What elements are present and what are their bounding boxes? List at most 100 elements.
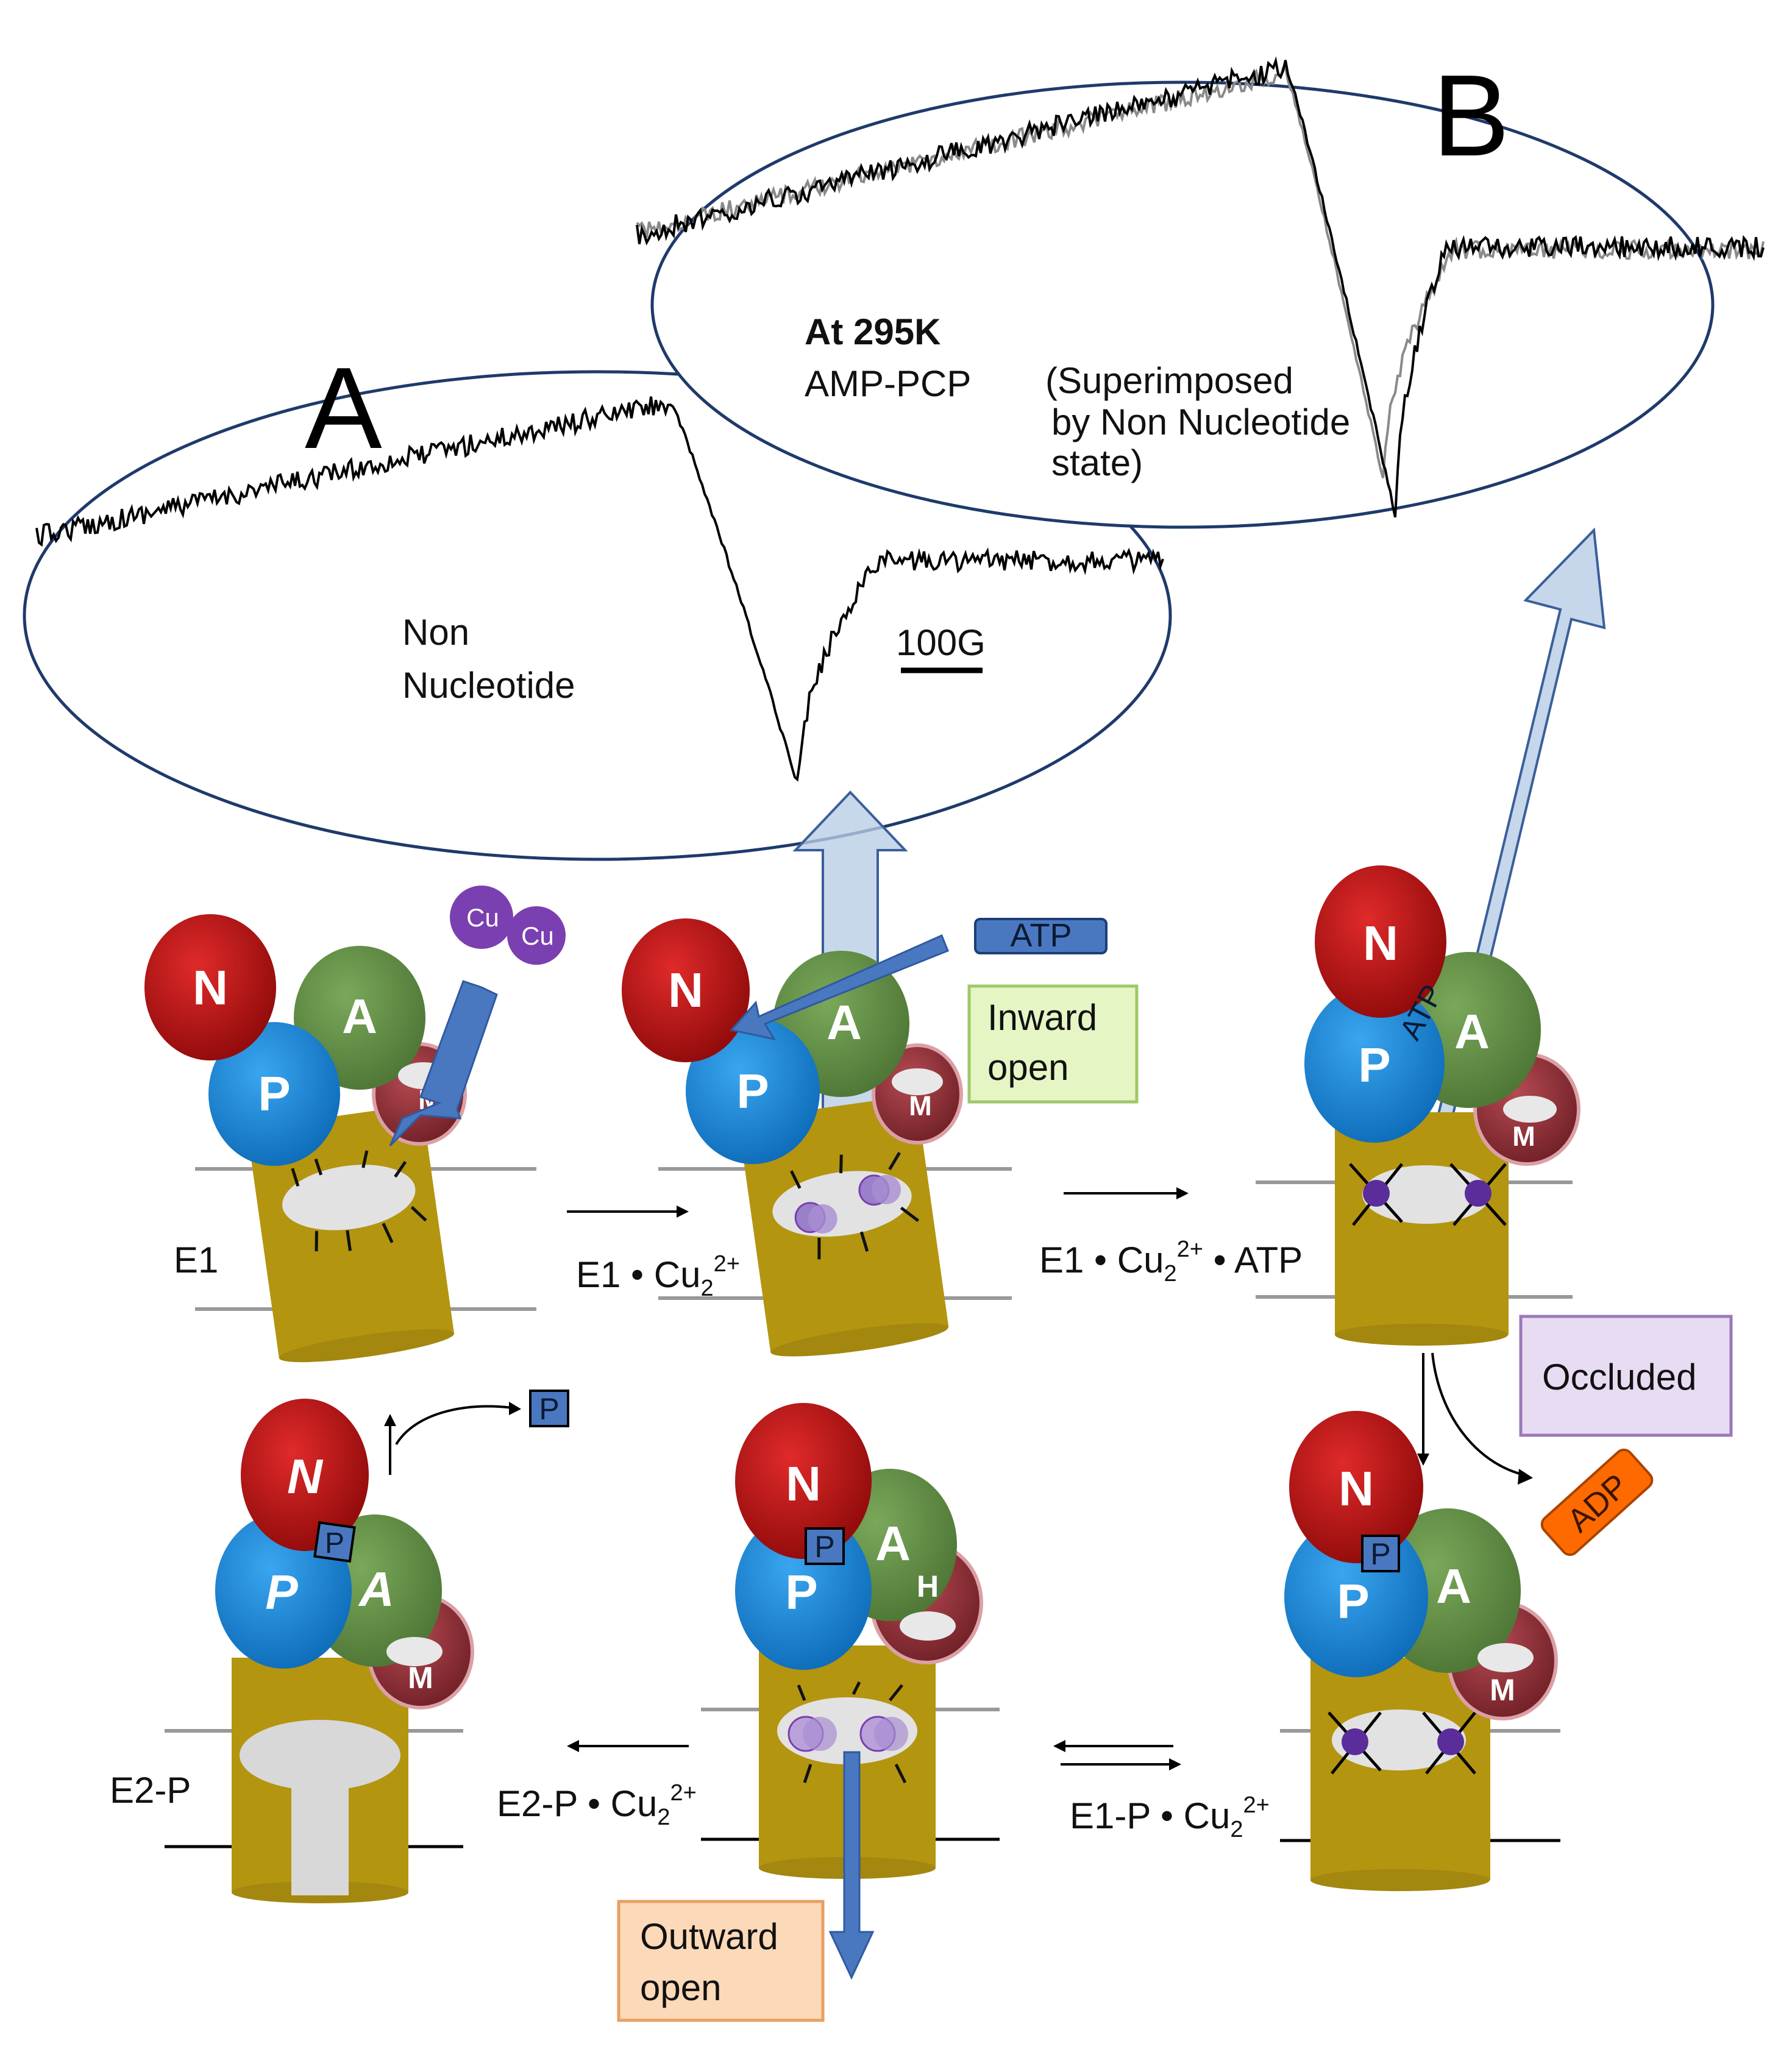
state-label-base: E1 • Cu	[576, 1254, 700, 1295]
state-label-subscript: 2	[1230, 1817, 1243, 1842]
state-label-e1p-cu: E1-P • Cu22+	[1070, 1792, 1270, 1842]
p-domain-label: P	[1358, 1038, 1390, 1092]
panel-b-note-line3: state)	[1051, 442, 1143, 483]
n-domain-label: N	[287, 1449, 324, 1503]
state-e1-cu: N P A M ATP E1 • Cu22+	[576, 917, 1108, 1357]
atp-tag: ATP	[974, 917, 1108, 954]
state-e1-cu-atp: N P A M ATP E1 • Cu22+ • ATP	[1039, 865, 1580, 1346]
arrow-e1-to-e1cu	[567, 1205, 689, 1218]
occluded-label: Occluded	[1542, 1357, 1696, 1397]
adp-tag: ADP	[1540, 1448, 1654, 1557]
transmembrane-domain	[738, 1095, 949, 1357]
occluded-copper-sites	[1328, 1711, 1476, 1775]
open-exit-channel	[240, 1720, 400, 1895]
state-label-subscript: 2	[700, 1276, 713, 1301]
arrow-to-phosphorylated	[1417, 1352, 1533, 1485]
m-domain-label: M	[1490, 1673, 1515, 1707]
phosphate-label: P	[325, 1527, 344, 1560]
scale-bar-label: 100G	[896, 622, 986, 663]
n-domain	[144, 914, 276, 1060]
a-domain-label: A	[358, 1562, 394, 1616]
panel-a-caption-line2: Nucleotide	[402, 665, 575, 706]
n-domain	[241, 1399, 369, 1551]
state-label-e2p-cu: E2-P • Cu22+	[497, 1780, 697, 1830]
n-domain	[1289, 1411, 1423, 1563]
state-label-e1-cu-atp: E1 • Cu22+ • ATP	[1039, 1237, 1303, 1287]
p-domain-label: P	[258, 1067, 290, 1121]
state-label-subscript: 2	[657, 1805, 670, 1830]
state-label-subscript: 2	[1164, 1261, 1176, 1287]
phosphate-label: P	[1370, 1537, 1390, 1571]
arrow-e2pcu-to-e2p	[567, 1740, 689, 1752]
state-label-e1: E1	[174, 1240, 218, 1280]
outward-open-line1: Outward	[640, 1916, 778, 1957]
n-domain-label: N	[1363, 916, 1398, 970]
p-domain-label: P	[1337, 1574, 1369, 1628]
copper-entry-arrow	[389, 980, 498, 1147]
state-label-superscript: 2+	[1177, 1237, 1203, 1262]
phosphate-tag: P	[313, 1521, 356, 1563]
state-e1p-cu: N P A M P E1-P • Cu22+	[1070, 1411, 1560, 1891]
m-domain-label: M	[408, 1661, 433, 1695]
occluded-copper-sites	[1349, 1163, 1507, 1226]
a-domain-label: A	[1454, 1004, 1490, 1059]
n-domain-label: N	[1339, 1461, 1374, 1516]
h-domain-label: H	[917, 1569, 939, 1603]
arrow-equilibrium	[1053, 1740, 1181, 1770]
transmembrane-base	[1335, 1324, 1508, 1346]
state-label-superscript: 2+	[670, 1780, 697, 1806]
phosphate-label: P	[814, 1530, 834, 1564]
state-label-base: E1 • Cu	[1039, 1240, 1164, 1280]
m-domain-pore	[1503, 1096, 1557, 1123]
p-domain-label: P	[736, 1064, 769, 1118]
state-e1: N P A M Cu Cu E1	[144, 886, 566, 1363]
released-phosphate-label: P	[539, 1392, 559, 1426]
atp-delivery-arrow	[730, 934, 949, 1041]
state-label-superscript: 2+	[1243, 1792, 1270, 1818]
n-domain-label: N	[668, 963, 703, 1017]
n-domain	[735, 1403, 872, 1559]
inward-open-line1: Inward	[987, 997, 1097, 1038]
state-label-base: E1-P • Cu	[1070, 1795, 1230, 1836]
state-label-e2p: E2-P	[110, 1770, 191, 1811]
panel-b-ellipse	[650, 80, 1715, 529]
phosphate-tag: P	[805, 1527, 845, 1565]
state-e2p: N P A M P P E2-P	[110, 1390, 569, 1903]
panel-a-epr-trace	[35, 396, 1164, 782]
h-domain-pore	[900, 1611, 956, 1641]
panel-a-letter: A	[305, 344, 382, 473]
a-domain-label: A	[1436, 1559, 1471, 1613]
transmembrane-domain	[246, 1104, 455, 1363]
state-label-base: E2-P • Cu	[497, 1783, 657, 1824]
n-domain-label: N	[786, 1457, 821, 1511]
outward-open-box: Outward open	[617, 1900, 825, 2022]
panel-b-epr-trace	[636, 56, 1765, 518]
panel-b-letter: B	[1432, 51, 1510, 180]
state-e2p-cu: N P A H P E2-P • Cu22+	[497, 1403, 1000, 1980]
released-copper-sites	[788, 1716, 908, 1752]
panel-b-note-line2: by Non Nucleotide	[1051, 402, 1350, 442]
arrow-e1cu-to-e1cuatp	[1064, 1187, 1189, 1199]
inward-open-line2: open	[987, 1047, 1068, 1088]
occluded-box: Occluded	[1519, 1315, 1733, 1437]
atp-label: ATP	[1010, 917, 1072, 954]
phosphate-tag: P	[1361, 1535, 1400, 1572]
state-label-e1-cu: E1 • Cu22+	[576, 1251, 740, 1301]
released-phosphate-tag: P	[529, 1390, 569, 1427]
copper-exit-arrow	[828, 1751, 875, 1980]
ion-pocket	[1362, 1165, 1490, 1224]
a-domain-label: A	[875, 1516, 911, 1571]
inward-open-box: Inward open	[967, 984, 1139, 1104]
panel-a: A Non Nucleotide 100G	[23, 344, 1172, 861]
m-domain-pore	[892, 1068, 943, 1095]
state-label-superscript: 2+	[714, 1251, 740, 1277]
m-domain-pore	[386, 1637, 443, 1666]
m-domain-pore	[1477, 1643, 1534, 1672]
ion-pocket	[282, 1165, 416, 1230]
panel-b-reference-trace	[636, 65, 1765, 478]
panel-a-caption-line1: Non	[402, 612, 469, 653]
p-domain	[1304, 984, 1445, 1143]
panel-a-ellipse	[23, 370, 1172, 861]
m-domain-label: M	[1512, 1121, 1535, 1152]
